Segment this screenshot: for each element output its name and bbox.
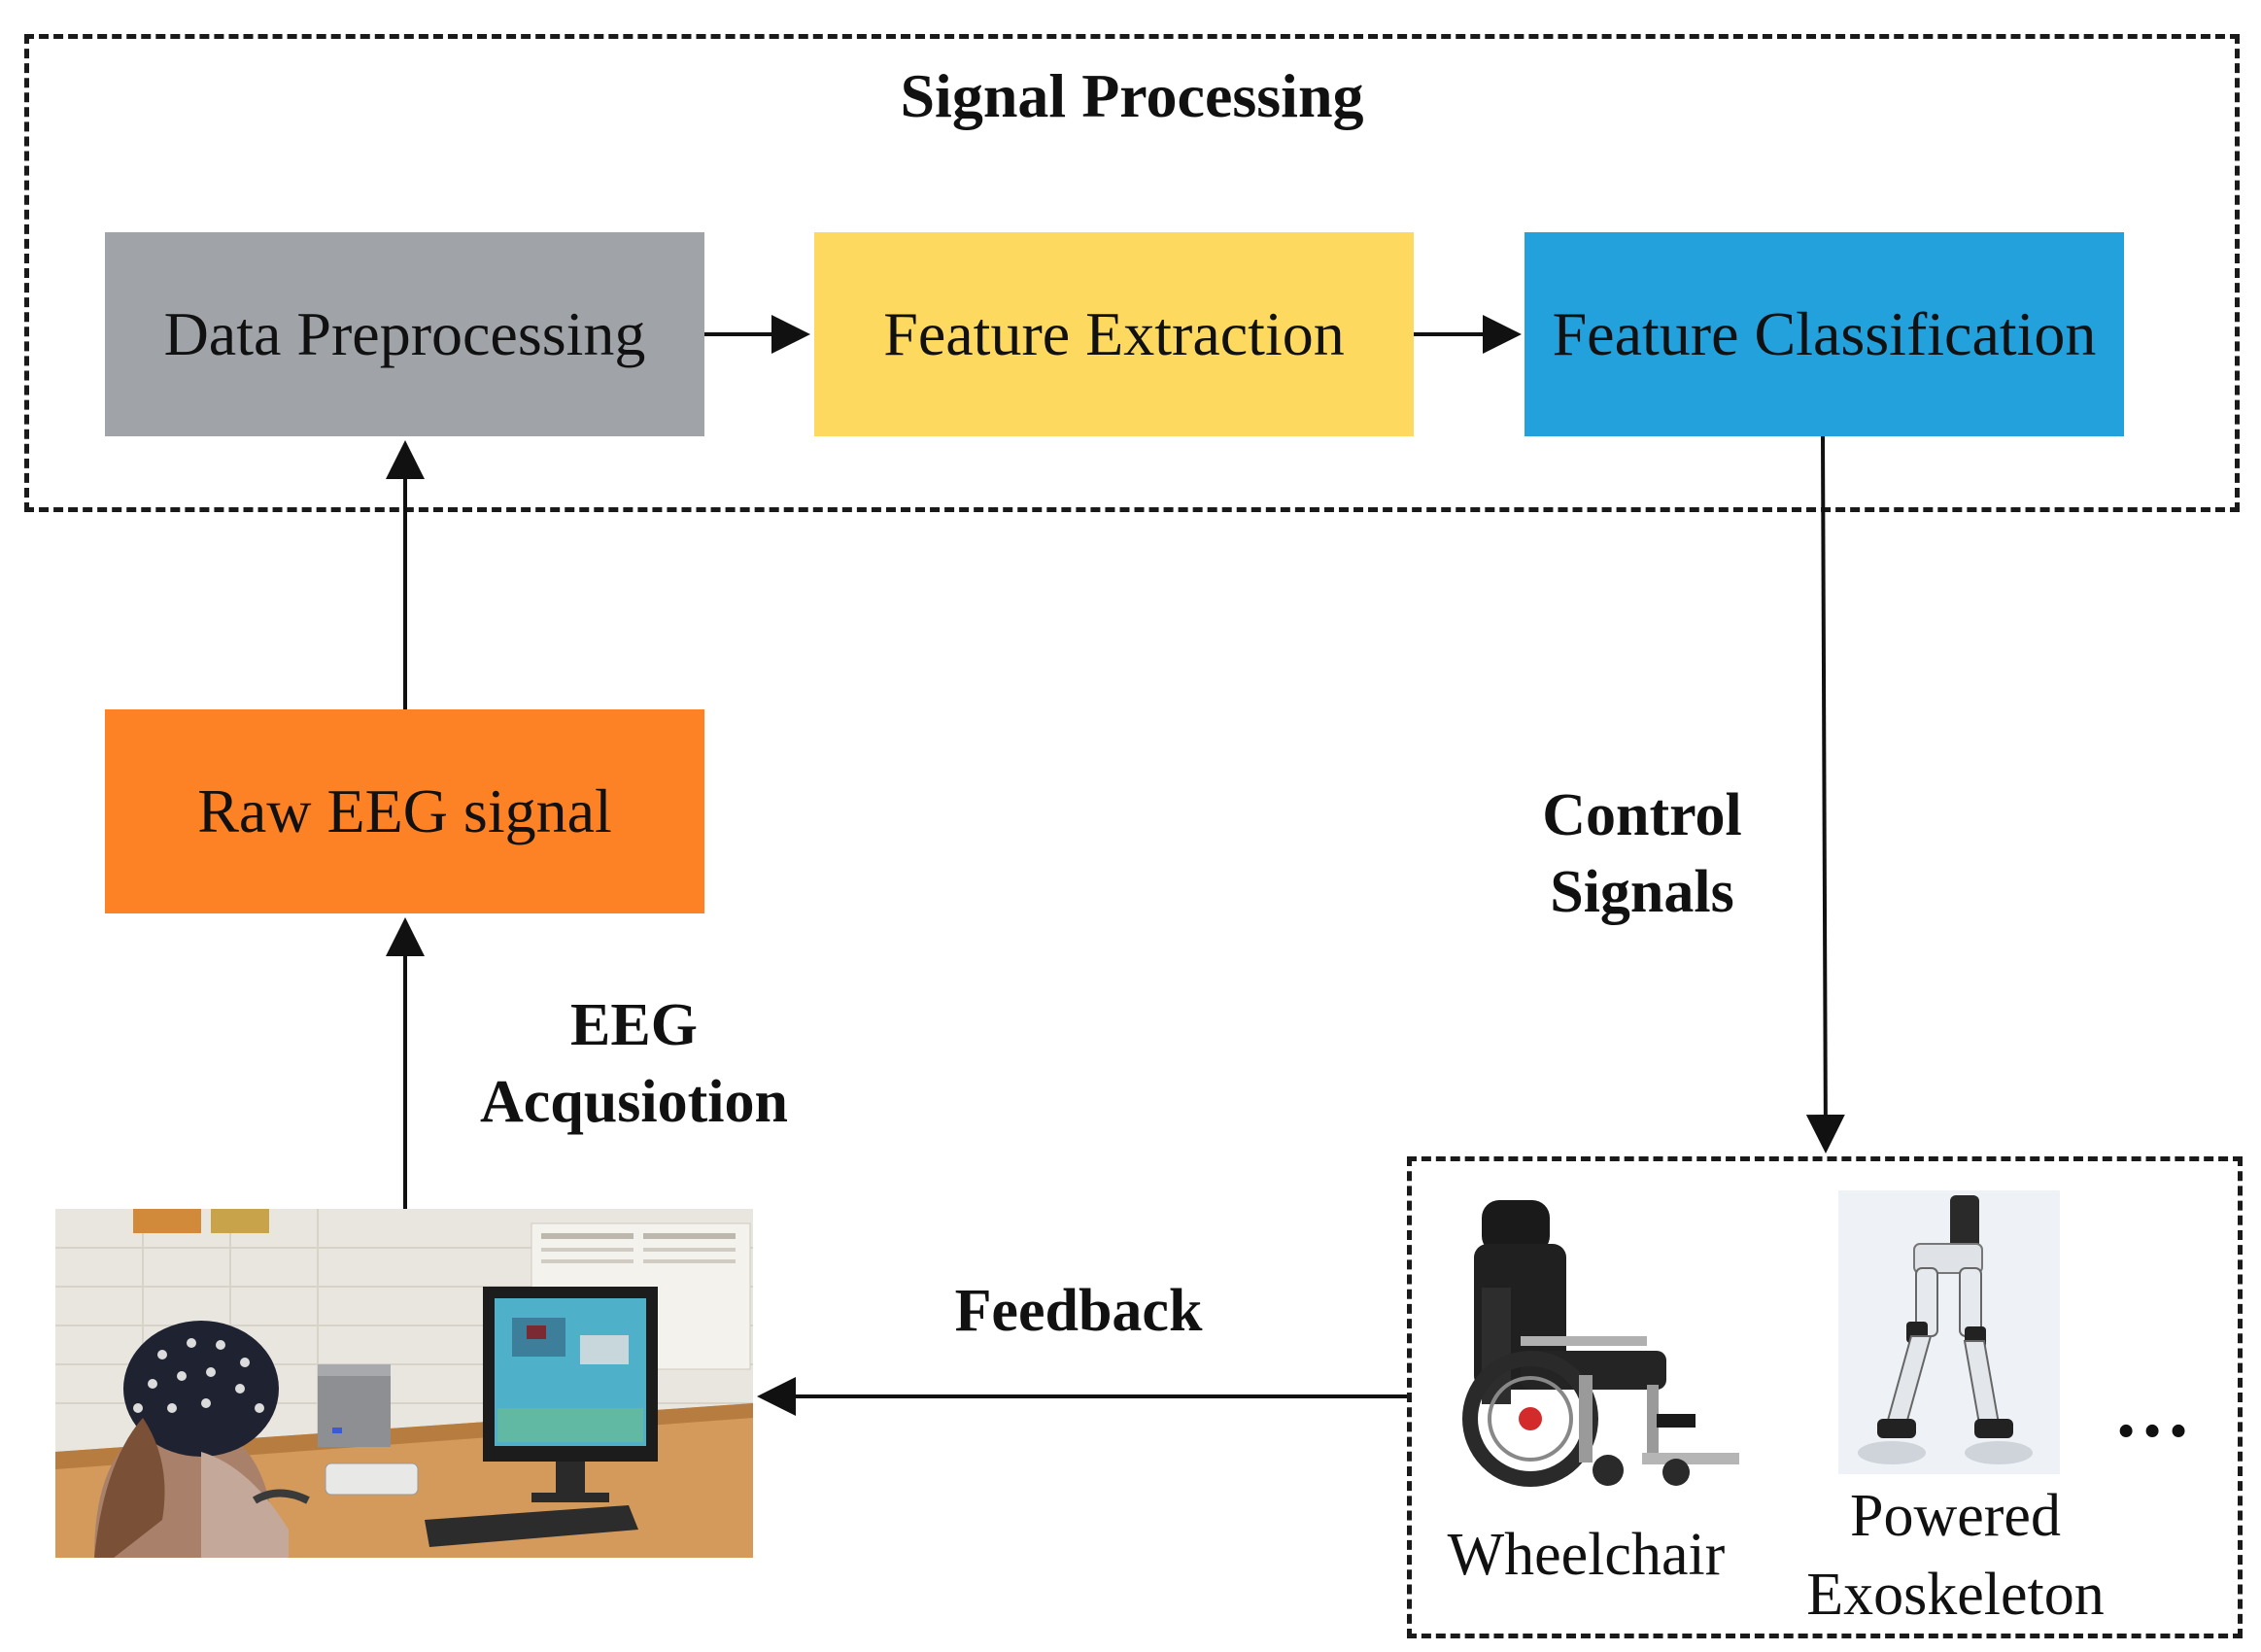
signal-processing-group <box>24 34 2240 512</box>
control-signals-line1: Control <box>1542 782 1742 848</box>
exoskeleton-line2: Exoskeleton <box>1806 1561 2105 1628</box>
exoskeleton-label: Powered Exoskeleton <box>1778 1477 2133 1634</box>
control-signals-line2: Signals <box>1550 859 1734 926</box>
data-preprocessing-block: Data Preprocessing <box>105 232 704 436</box>
wheelchair-label: Wheelchair <box>1447 1522 1726 1588</box>
wheelchair-image <box>1462 1190 1754 1492</box>
control-signals-label: Control Signals <box>1496 777 1788 932</box>
exoskeleton-image <box>1838 1190 2060 1474</box>
eeg-acquisition-label: EEG Acqusiotion <box>457 987 811 1142</box>
raw-eeg-signal-block: Raw EEG signal <box>105 709 704 913</box>
feedback-label: Feedback <box>954 1278 1203 1344</box>
exoskeleton-icon <box>1838 1190 2060 1474</box>
eeg-acquisition-line2: Acqusiotion <box>480 1069 788 1136</box>
eeg-user-photo-illustration <box>55 1209 753 1558</box>
exoskeleton-line1: Powered <box>1850 1483 2061 1549</box>
more-devices-ellipsis: … <box>2113 1368 2191 1454</box>
feature-extraction-block: Feature Extraction <box>814 232 1414 436</box>
devices-group <box>1407 1156 2243 1638</box>
feature-classification-block: Feature Classification <box>1524 232 2124 436</box>
eeg-user-photo <box>55 1209 753 1558</box>
wheelchair-icon <box>1462 1200 1739 1487</box>
arrow-classify-to-devices <box>1805 435 1845 1153</box>
signal-processing-title: Signal Processing <box>900 61 1364 130</box>
eeg-acquisition-line1: EEG <box>570 992 698 1058</box>
